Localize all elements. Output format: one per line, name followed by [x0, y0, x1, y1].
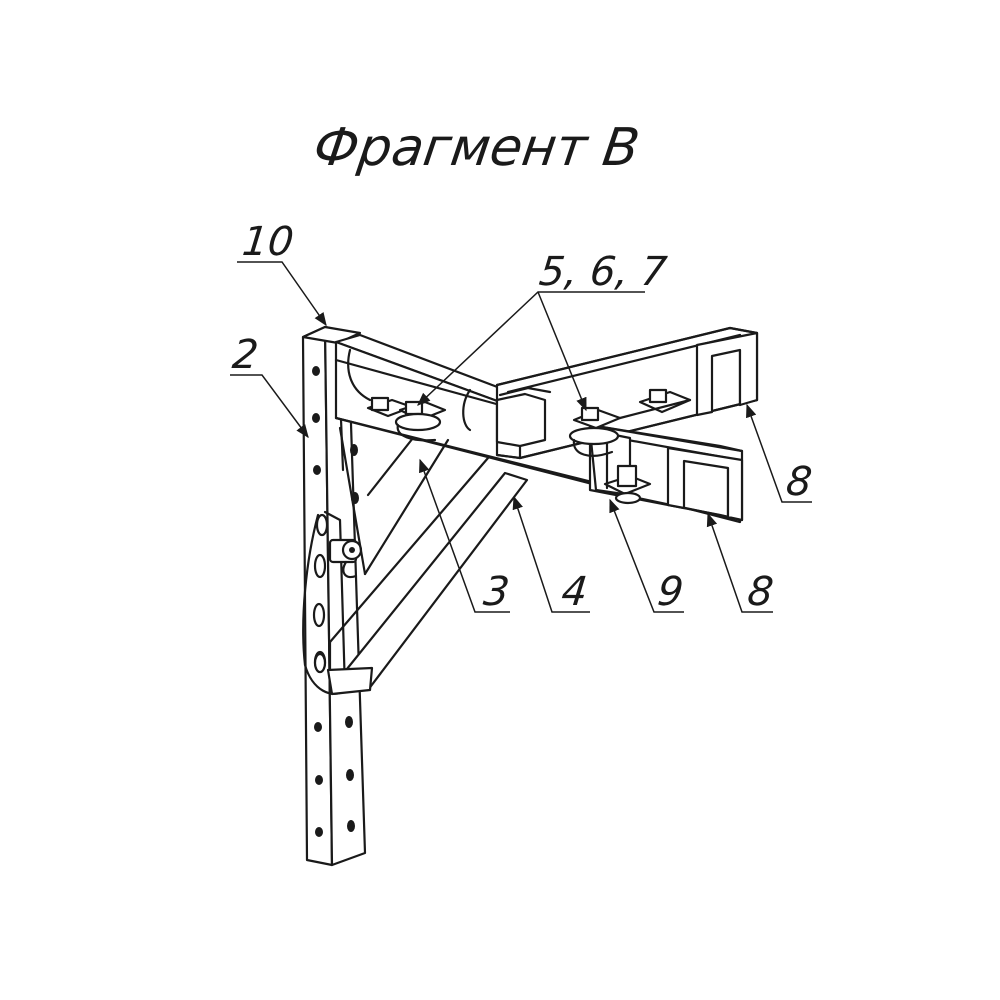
callout-2: 2 — [230, 332, 260, 378]
vertical-post — [301, 325, 367, 867]
callout-3: 3 — [481, 569, 511, 615]
callout-5-6-7: 5, 6, 7 — [537, 249, 670, 295]
callout-9: 9 — [655, 569, 685, 615]
callout-10: 10 — [240, 219, 296, 265]
callout-8-lower: 8 — [745, 569, 775, 615]
drawing-title: Фрагмент В — [310, 118, 643, 178]
bolt-assembly-lower — [603, 464, 652, 505]
callout-4: 4 — [559, 569, 589, 615]
diagonal-strut — [313, 456, 529, 696]
leader-lines — [230, 261, 812, 613]
post-holes-front — [312, 366, 323, 837]
bolt-assembly-mid — [568, 406, 622, 457]
channel-rear — [495, 326, 759, 460]
callout-labels: 10 2 5, 6, 7 3 4 9 8 8 — [230, 219, 814, 615]
bolt-assembly-left — [366, 396, 447, 442]
gusset — [338, 426, 450, 576]
bolt-assembly-right — [618, 388, 692, 420]
callout-8-upper: 8 — [784, 459, 814, 505]
